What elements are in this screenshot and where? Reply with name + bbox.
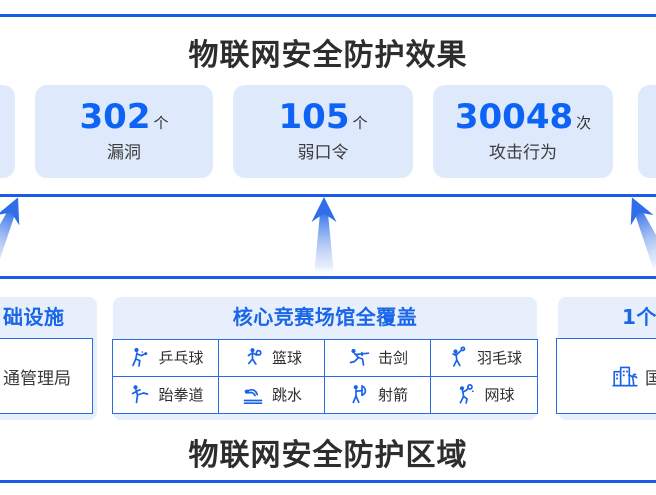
venue-table: 乒乓球 篮球 击剑 羽毛球 跆拳道 跳水 <box>112 339 538 414</box>
sport-label: 跆拳道 <box>158 386 204 405</box>
sport-cell-archery: 射箭 <box>325 376 431 413</box>
org-box-label: 国 <box>645 368 656 389</box>
bottom-title: 物联网安全防护区域 <box>188 438 468 473</box>
sport-label: 射箭 <box>377 386 408 405</box>
arrow-band-bottom-divider <box>0 276 656 279</box>
stat-value: 30048 <box>454 96 574 137</box>
stat-label: 漏洞 <box>107 143 141 164</box>
org-box-label: 通管理局 <box>3 368 71 389</box>
sport-cell-tennis: 网球 <box>431 376 537 413</box>
sport-label: 羽毛球 <box>476 349 522 368</box>
buildings-icon <box>611 362 639 390</box>
basketball-icon <box>241 346 265 370</box>
stat-unit: 个 <box>153 113 169 132</box>
tennis-icon <box>453 383 477 407</box>
sport-label: 击剑 <box>377 349 408 368</box>
org-box-national-center: 国 <box>556 338 656 414</box>
stat-value-row: 30048 次 <box>454 96 592 137</box>
arrow-band-top-divider <box>0 194 656 197</box>
stat-unit: 个 <box>352 113 368 132</box>
up-arrow-icon <box>0 197 20 274</box>
sport-label: 跳水 <box>271 386 302 405</box>
badminton-icon <box>446 346 470 370</box>
sport-cell-table-tennis: 乒乓球 <box>113 340 219 377</box>
stat-card-weak-passwords: 105 个 弱口令 <box>233 85 413 178</box>
stat-value-row: 302 个 <box>79 96 169 137</box>
sport-cell-diving: 跳水 <box>219 376 325 413</box>
stat-unit: 次 <box>576 113 592 132</box>
archery-icon <box>347 383 371 407</box>
bottom-divider <box>0 480 656 483</box>
sport-cell-taekwondo: 跆拳道 <box>113 376 219 413</box>
zone-card-national: 1个 国 <box>556 297 656 420</box>
sport-cell-badminton: 羽毛球 <box>431 340 537 377</box>
stat-value-row: 105 个 <box>278 96 368 137</box>
up-arrow-icon <box>630 197 656 274</box>
zone-card-venues: 核心竞赛场馆全覆盖 乒乓球 篮球 击剑 羽毛球 跆拳道 <box>112 297 538 420</box>
stat-card-cropped-left <box>0 85 15 178</box>
stat-card-attacks: 30048 次 攻击行为 <box>433 85 613 178</box>
stat-card-cropped-right <box>638 85 656 178</box>
top-divider <box>0 14 656 17</box>
diving-icon <box>241 383 265 407</box>
stat-card-vulnerabilities: 302 个 漏洞 <box>35 85 213 178</box>
sport-label: 乒乓球 <box>158 349 204 368</box>
sport-label: 篮球 <box>271 349 302 368</box>
stat-label: 弱口令 <box>297 143 349 164</box>
fencing-icon <box>347 346 371 370</box>
zone-title: 核心竞赛场馆全覆盖 <box>232 305 418 329</box>
zone-card-infrastructure: 础设施 通管理局 <box>0 297 97 420</box>
page-title: 物联网安全防护效果 <box>188 38 468 73</box>
org-box-traffic-bureau: 通管理局 <box>0 338 93 414</box>
up-arrow-icon <box>311 197 337 276</box>
zone-title: 础设施 <box>3 305 65 329</box>
stat-label: 攻击行为 <box>489 143 557 164</box>
sport-label: 网球 <box>484 386 515 405</box>
table-tennis-icon <box>127 346 151 370</box>
stat-value: 302 <box>79 96 151 137</box>
stat-value: 105 <box>278 96 350 137</box>
zone-title: 1个 <box>622 305 656 329</box>
sport-cell-fencing: 击剑 <box>325 340 431 377</box>
taekwondo-icon <box>127 383 151 407</box>
sport-cell-basketball: 篮球 <box>219 340 325 377</box>
